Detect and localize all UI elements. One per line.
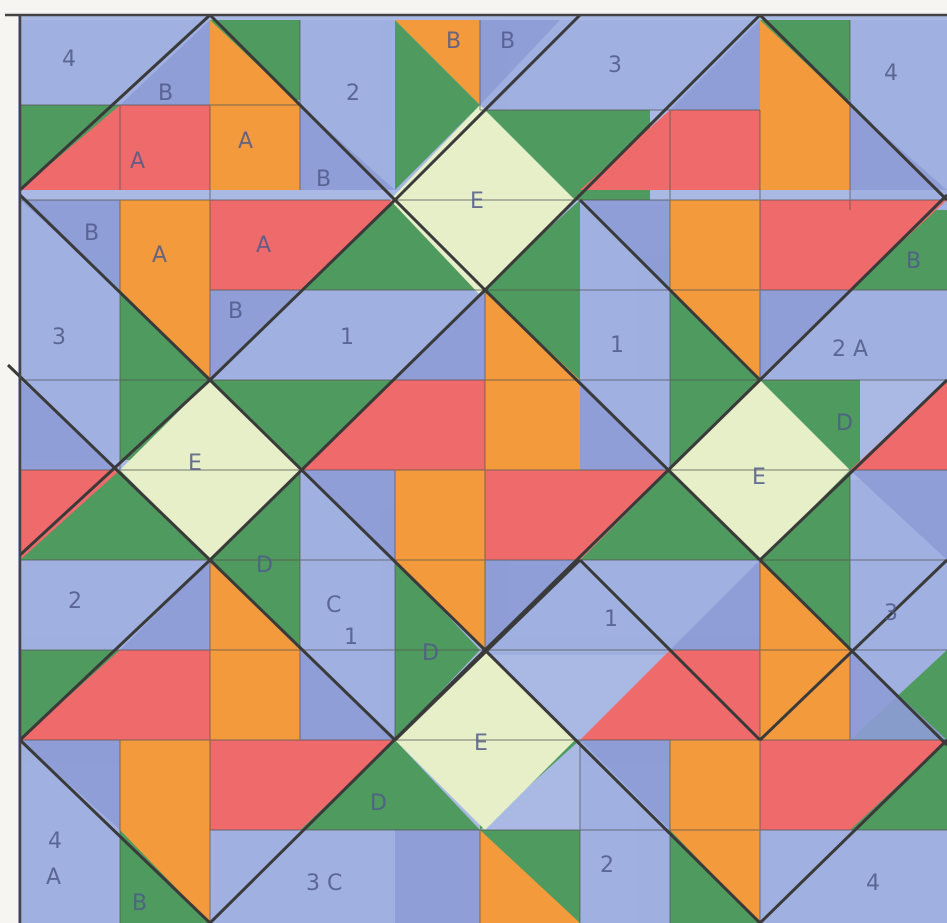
label: E <box>470 189 484 214</box>
label: 2 <box>346 81 360 106</box>
label: D <box>256 553 273 578</box>
label: B <box>906 249 921 274</box>
label: B <box>500 29 515 54</box>
label: 4 <box>884 61 898 86</box>
label: 2 <box>68 589 82 614</box>
label: D <box>836 411 853 436</box>
label: 2 A <box>832 337 868 362</box>
label: B <box>132 891 147 916</box>
label: 3 <box>884 601 898 626</box>
label: A <box>46 865 61 890</box>
label: 2 <box>600 853 614 878</box>
label: C <box>326 593 341 618</box>
label: 4 <box>866 871 880 896</box>
label: 4 <box>62 47 76 72</box>
label: B <box>316 167 331 192</box>
label: A <box>130 149 145 174</box>
label: 1 <box>610 333 624 358</box>
label: 3 <box>52 325 66 350</box>
label: 1 <box>340 325 354 350</box>
label: 4 <box>48 829 62 854</box>
label: 3 C <box>306 871 342 896</box>
label: E <box>752 465 766 490</box>
label: D <box>370 791 387 816</box>
label: E <box>474 731 488 756</box>
label: B <box>158 81 173 106</box>
label: A <box>256 233 271 258</box>
label: 3 <box>608 53 622 78</box>
label: 1 <box>344 625 358 650</box>
label: B <box>446 29 461 54</box>
label: B <box>228 299 243 324</box>
label: E <box>188 451 202 476</box>
label: D <box>422 641 439 666</box>
label: B <box>84 221 99 246</box>
label: A <box>152 243 167 268</box>
label: A <box>238 129 253 154</box>
label: 1 <box>604 607 618 632</box>
